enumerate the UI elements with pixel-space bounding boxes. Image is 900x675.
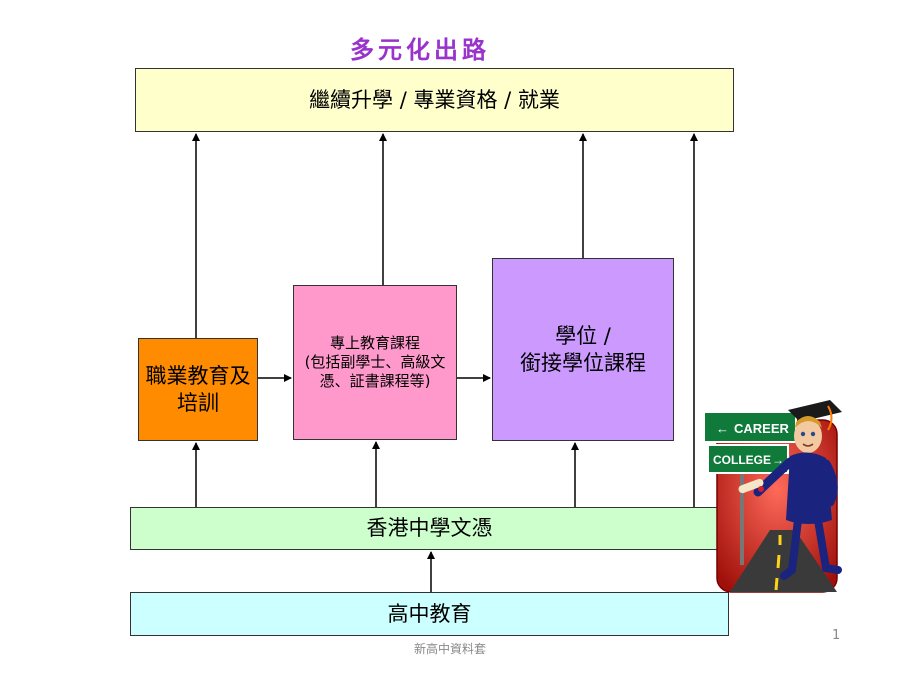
- diploma-icon: [738, 478, 764, 494]
- vocational-education-label: 職業教育及培訓: [145, 364, 251, 415]
- college-sign-label: COLLEGE: [713, 453, 771, 467]
- footer-caption: 新高中資料套: [413, 642, 486, 656]
- further-study-career-box: 繼續升學 / 專業資格 / 就業: [135, 68, 734, 132]
- further-study-career-label: 繼續升學 / 專業資格 / 就業: [309, 87, 560, 112]
- degree-box: 學位 / 銜接學位課程: [492, 258, 674, 441]
- svg-text:→: →: [772, 453, 784, 467]
- sub-degree-label: 專上教育課程 (包括副學士、高級文憑、証書課程等): [304, 334, 446, 390]
- diagram-title: 多元化出路: [350, 36, 490, 64]
- senior-secondary-label: 高中教育: [387, 601, 472, 626]
- vocational-education-box: 職業教育及培訓: [138, 338, 258, 441]
- sub-degree-box: 專上教育課程 (包括副學士、高級文憑、証書課程等): [293, 285, 457, 440]
- road-icon: [730, 530, 837, 592]
- mortarboard-icon: [788, 400, 842, 422]
- degree-label: 學位 / 銜接學位課程: [520, 324, 646, 375]
- graduate-illustration: ← CAREER COLLEGE →: [703, 400, 842, 593]
- career-sign-label: CAREER: [734, 421, 790, 436]
- hkdse-box: 香港中學文憑: [130, 507, 729, 550]
- hkdse-label: 香港中學文憑: [366, 516, 493, 541]
- graduate-face: [794, 419, 822, 453]
- college-sign: [707, 444, 789, 474]
- senior-secondary-box: 高中教育: [130, 592, 729, 636]
- career-sign: [703, 411, 797, 443]
- svg-text:←: ←: [716, 421, 729, 436]
- graduate-gown: [786, 452, 832, 524]
- signpost-icon: [740, 455, 744, 565]
- page-number: 1: [832, 628, 841, 643]
